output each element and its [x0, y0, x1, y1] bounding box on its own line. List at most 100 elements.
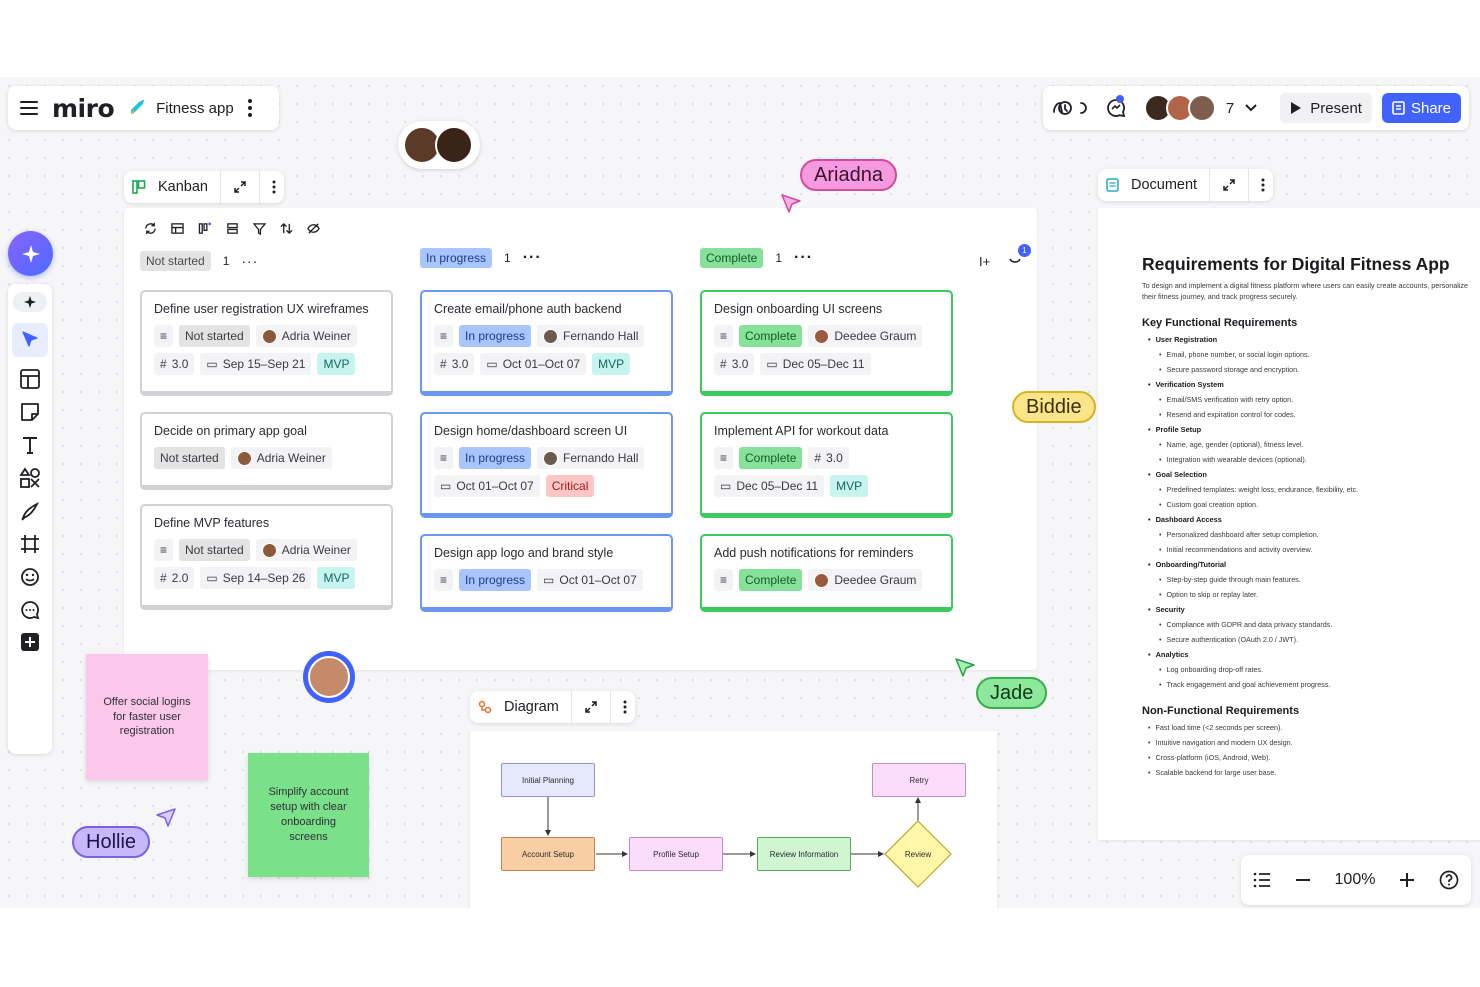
diagram-node-retry[interactable]: Retry	[872, 763, 966, 797]
sticky-note-icon[interactable]	[19, 401, 41, 423]
board-canvas[interactable]: miro Fitness app 7 Present	[0, 77, 1480, 908]
share-button[interactable]: Share	[1381, 93, 1461, 123]
kanban-frame-label[interactable]: Kanban	[124, 171, 284, 203]
assignee-chip[interactable]: Fernando Hall	[537, 447, 645, 469]
column-header-not-started[interactable]: Not started 1 ···	[140, 251, 258, 271]
more-options-icon[interactable]	[272, 180, 276, 194]
kanban-card[interactable]: Define user registration UX wireframes ≡…	[140, 290, 393, 396]
present-button[interactable]: Present	[1280, 93, 1372, 123]
diagram-node-review-information[interactable]: Review Information	[757, 837, 851, 871]
select-tool-icon[interactable]	[12, 323, 48, 357]
expand-icon[interactable]	[233, 180, 247, 194]
column-menu-icon[interactable]: ···	[241, 253, 259, 269]
points-chip[interactable]: # 3.0	[714, 353, 755, 375]
diagram-node-review[interactable]: Review	[904, 849, 932, 859]
ai-toggle-icon[interactable]	[13, 292, 47, 312]
date-chip[interactable]: ▭Oct 01–Oct 07	[434, 475, 540, 497]
tag-chip[interactable]: MVP	[592, 353, 631, 375]
kanban-card[interactable]: Design onboarding UI screens ≡ Complete …	[700, 290, 953, 396]
diagram-node-profile-setup[interactable]: Profile Setup	[629, 837, 723, 871]
zoom-in-icon[interactable]	[1399, 872, 1415, 888]
collaborator-avatars[interactable]: 7	[1143, 94, 1258, 122]
kanban-board[interactable]: Not started 1 ··· In progress 1 ··· Comp…	[124, 208, 1037, 670]
assignee-chip[interactable]: Deedee Graum	[808, 325, 923, 347]
comment-icon[interactable]	[19, 599, 41, 621]
notification-icon[interactable]: 1	[1008, 244, 1031, 272]
sticky-note[interactable]: Offer social logins for faster user regi…	[86, 654, 208, 780]
reactions-icon[interactable]	[1051, 98, 1095, 118]
zoom-level[interactable]: 100%	[1334, 871, 1376, 888]
kanban-card[interactable]: Define MVP features ≡ Not started Adria …	[140, 504, 393, 610]
assignee-chip[interactable]: Deedee Graum	[808, 569, 923, 591]
hide-icon[interactable]	[307, 222, 320, 235]
kanban-card[interactable]: Design app logo and brand style ≡ In pro…	[420, 534, 673, 612]
add-column-icon[interactable]: I+	[979, 254, 991, 269]
filter-icon[interactable]	[253, 222, 266, 235]
miro-logo[interactable]: miro	[52, 93, 115, 123]
requirements-document[interactable]: Requirements for Digital Fitness App To …	[1098, 208, 1480, 840]
date-chip[interactable]: ▭Dec 05–Dec 11	[714, 475, 825, 497]
status-chip[interactable]: Complete	[739, 447, 803, 469]
column-menu-icon[interactable]: ···	[794, 249, 814, 266]
assignee-chip[interactable]: Fernando Hall	[537, 325, 645, 347]
assignee-chip[interactable]: Adria Weiner	[255, 539, 357, 561]
expand-icon[interactable]	[1222, 178, 1236, 192]
shapes-icon[interactable]	[19, 467, 41, 489]
status-chip[interactable]: In progress	[459, 569, 532, 591]
menu-icon[interactable]	[20, 100, 38, 116]
more-options-icon[interactable]	[247, 99, 252, 117]
tag-chip[interactable]: MVP	[317, 353, 356, 375]
kanban-card[interactable]: Decide on primary app goal Not started A…	[140, 412, 393, 490]
more-options-icon[interactable]	[1261, 178, 1265, 192]
assignee-chip[interactable]: Adria Weiner	[230, 447, 332, 469]
sync-icon[interactable]	[144, 222, 157, 235]
status-chip[interactable]: Not started	[179, 325, 250, 347]
kanban-card[interactable]: Create email/phone auth backend ≡ In pro…	[420, 290, 673, 396]
assignee-chip[interactable]: Adria Weiner	[255, 325, 357, 347]
column-menu-icon[interactable]: ···	[522, 249, 542, 266]
add-more-icon[interactable]	[20, 632, 40, 652]
chevron-down-icon[interactable]	[1244, 103, 1258, 113]
points-chip[interactable]: # 3.0	[154, 353, 195, 375]
status-chip[interactable]: In progress	[459, 325, 532, 347]
sort-icon[interactable]	[280, 222, 293, 235]
diagram-node-initial-planning[interactable]: Initial Planning	[501, 763, 595, 797]
status-chip[interactable]: Not started	[179, 539, 250, 561]
avatar[interactable]	[303, 651, 355, 703]
status-chip[interactable]: Complete	[739, 325, 803, 347]
document-frame-label[interactable]: Document	[1098, 169, 1274, 201]
comments-activity-icon[interactable]	[1105, 95, 1128, 119]
flow-diagram[interactable]: Initial Planning Account Setup Profile S…	[470, 731, 997, 908]
outline-list-icon[interactable]	[1253, 872, 1271, 888]
date-chip[interactable]: ▭Sep 15–Sep 21	[200, 353, 312, 375]
more-options-icon[interactable]	[623, 700, 627, 714]
ai-assistant-button[interactable]	[8, 231, 53, 276]
status-chip[interactable]: Not started	[154, 447, 225, 469]
zoom-out-icon[interactable]	[1295, 878, 1311, 882]
stickers-icon[interactable]	[19, 566, 41, 588]
columns-view-icon[interactable]	[198, 222, 212, 235]
kanban-card[interactable]: Implement API for workout data ≡ Complet…	[700, 412, 953, 518]
kanban-card[interactable]: Design home/dashboard screen UI ≡ In pro…	[420, 412, 673, 518]
text-tool-icon[interactable]	[19, 434, 41, 456]
viewer-avatars[interactable]	[398, 121, 480, 169]
templates-icon[interactable]	[19, 368, 41, 390]
date-chip[interactable]: ▭Dec 05–Dec 11	[760, 353, 871, 375]
diagram-node-account-setup[interactable]: Account Setup	[501, 837, 595, 871]
points-chip[interactable]: # 2.0	[154, 567, 195, 589]
expand-icon[interactable]	[584, 700, 598, 714]
date-chip[interactable]: ▭Sep 14–Sep 26	[200, 567, 312, 589]
help-icon[interactable]	[1439, 870, 1459, 890]
sticky-note[interactable]: Simplify account setup with clear onboar…	[248, 753, 369, 877]
table-view-icon[interactable]	[171, 222, 184, 235]
pen-icon[interactable]	[19, 500, 41, 522]
board-title[interactable]: Fitness app	[128, 99, 234, 117]
status-chip[interactable]: Complete	[739, 569, 803, 591]
frame-icon[interactable]	[19, 533, 41, 555]
points-chip[interactable]: # 3.0	[434, 353, 475, 375]
column-header-in-progress[interactable]: In progress 1 ···	[420, 248, 542, 268]
tag-chip[interactable]: MVP	[317, 567, 356, 589]
group-by-icon[interactable]	[226, 222, 239, 235]
status-chip[interactable]: In progress	[459, 447, 532, 469]
points-chip[interactable]: # 3.0	[808, 447, 849, 469]
